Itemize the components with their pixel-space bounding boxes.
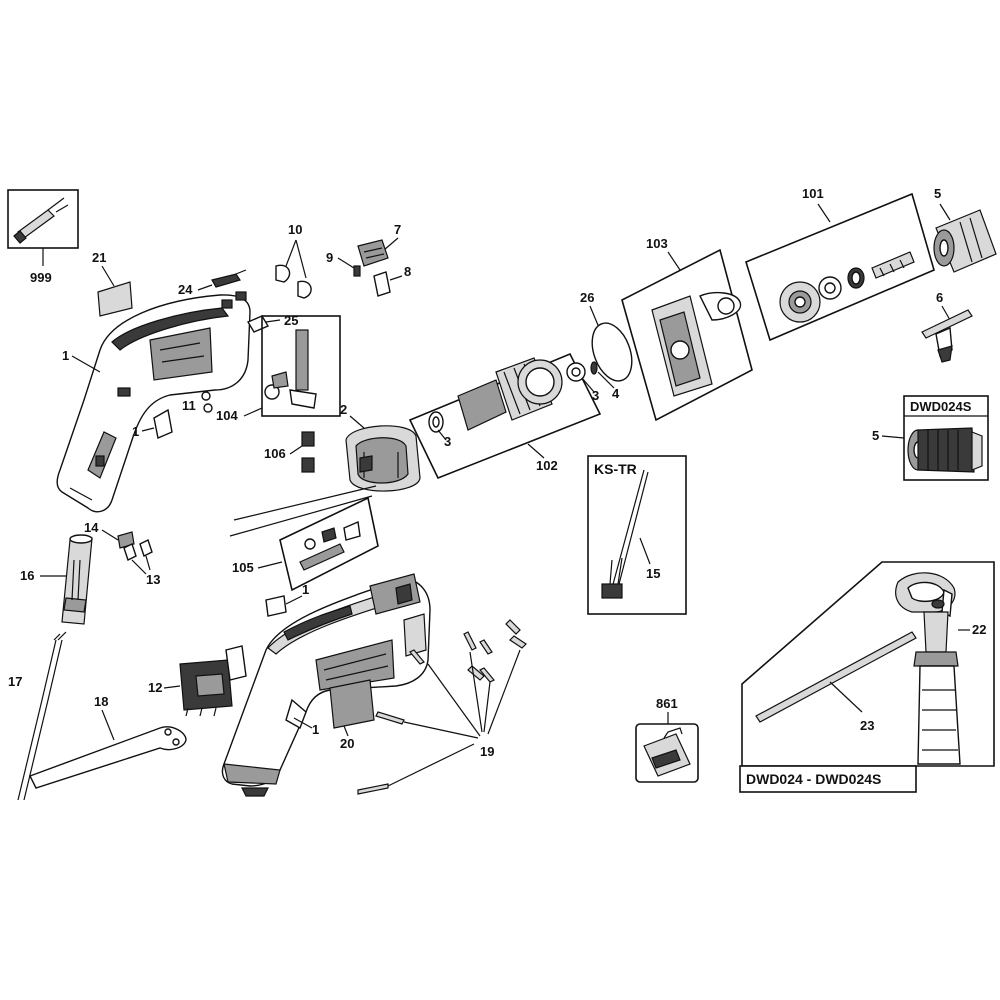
label-14: 14: [84, 520, 99, 535]
part-11-screws: [201, 391, 213, 413]
label-861: 861: [656, 696, 678, 711]
label-1-cover: 1: [302, 582, 309, 597]
label-105: 105: [232, 560, 254, 575]
label-24: 24: [178, 282, 193, 297]
label-8: 8: [404, 264, 411, 279]
label-23: 23: [860, 718, 874, 733]
part-106-carbon-brushes: [301, 431, 315, 473]
label-15: 15: [646, 566, 660, 581]
label-12: 12: [148, 680, 162, 695]
part-17-power-cord: [17, 631, 67, 801]
part-22-side-handle: [895, 572, 961, 765]
dwd024-side-handle-box: DWD024 - DWD024S: [739, 561, 995, 793]
part-26-o-ring: [591, 322, 633, 382]
label-20: 20: [340, 736, 354, 751]
part-9-pin: [353, 265, 361, 277]
part-4-washer: [590, 361, 598, 375]
part-5-keyless-chuck: [907, 427, 983, 473]
dwd024-dwd024s-title: DWD024 - DWD024S: [746, 771, 881, 787]
label-9: 9: [326, 250, 333, 265]
label-4: 4: [612, 386, 620, 401]
part-1-housing-right: [221, 573, 431, 797]
label-7: 7: [394, 222, 401, 237]
dwd024s-title: DWD024S: [910, 399, 972, 414]
label-106: 106: [264, 446, 286, 461]
label-3-bearing-left: 3: [444, 434, 451, 449]
label-16: 16: [20, 568, 34, 583]
part-24-clip: [211, 273, 241, 288]
label-18: 18: [94, 694, 108, 709]
part-23-depth-rod: [755, 631, 917, 723]
part-1-housing-left: [56, 291, 251, 513]
label-102: 102: [536, 458, 558, 473]
label-101: 101: [802, 186, 824, 201]
part-101-gear-set: [745, 192, 935, 342]
label-13: 13: [146, 572, 160, 587]
part-1-cover: [265, 595, 287, 617]
label-11: 11: [182, 398, 196, 413]
label-103: 103: [646, 236, 668, 251]
label-104: 104: [216, 408, 238, 423]
label-1-housing-right: 1: [312, 722, 319, 737]
label-17: 17: [8, 674, 22, 689]
part-102-armature: [408, 352, 602, 480]
label-5-chuck: 5: [934, 186, 941, 201]
part-8-spring-plate: [373, 271, 391, 297]
part-14-clip: [117, 531, 135, 549]
part-13-springs: [123, 539, 153, 561]
label-26: 26: [580, 290, 594, 305]
part-999-grease-tube: 999: [7, 189, 79, 285]
dwd024s-variant-box: DWD024S: [903, 395, 989, 481]
label-1-housing: 1: [62, 348, 69, 363]
part-7-lock-button: [357, 239, 389, 267]
carry-case-icon: [635, 723, 699, 783]
label-2: 2: [340, 402, 347, 417]
part-20-nameplate: [329, 679, 375, 729]
label-22: 22: [972, 622, 986, 637]
label-6: 6: [936, 290, 943, 305]
part-19-screws: [357, 619, 527, 795]
label-19: 19: [480, 744, 494, 759]
part-104-brush-holder-kit: [261, 315, 341, 417]
part-103-gear-housing: [621, 248, 753, 422]
part-1-bracket: [153, 408, 173, 439]
part-10-clips: [275, 264, 312, 299]
part-18-cord-clamp: [29, 726, 187, 789]
ks-tr-kit-box: KS-TR: [587, 455, 687, 615]
part-2-field-coil: [345, 425, 421, 492]
label-3-bearing-right: 3: [592, 388, 599, 403]
part-25-bracket: [246, 315, 270, 333]
part-5-keyed-chuck: [933, 209, 997, 273]
label-5-keyless-chuck: 5: [872, 428, 879, 443]
label-10: 10: [288, 222, 302, 237]
grease-tube-icon: [13, 197, 69, 244]
ks-tr-title: KS-TR: [594, 461, 637, 477]
part-21-label: 21: [92, 250, 133, 317]
part-16-cord-protector: [61, 534, 93, 625]
label-999: 999: [30, 270, 52, 285]
label-1-bracket: 1: [132, 424, 139, 439]
part-15-cable-tie: [601, 469, 649, 599]
part-12-trigger-switch: [179, 645, 247, 717]
part-105-switch-kit: [279, 496, 379, 592]
label-21: 21: [92, 250, 106, 265]
part-6-chuck-key: [921, 309, 973, 363]
